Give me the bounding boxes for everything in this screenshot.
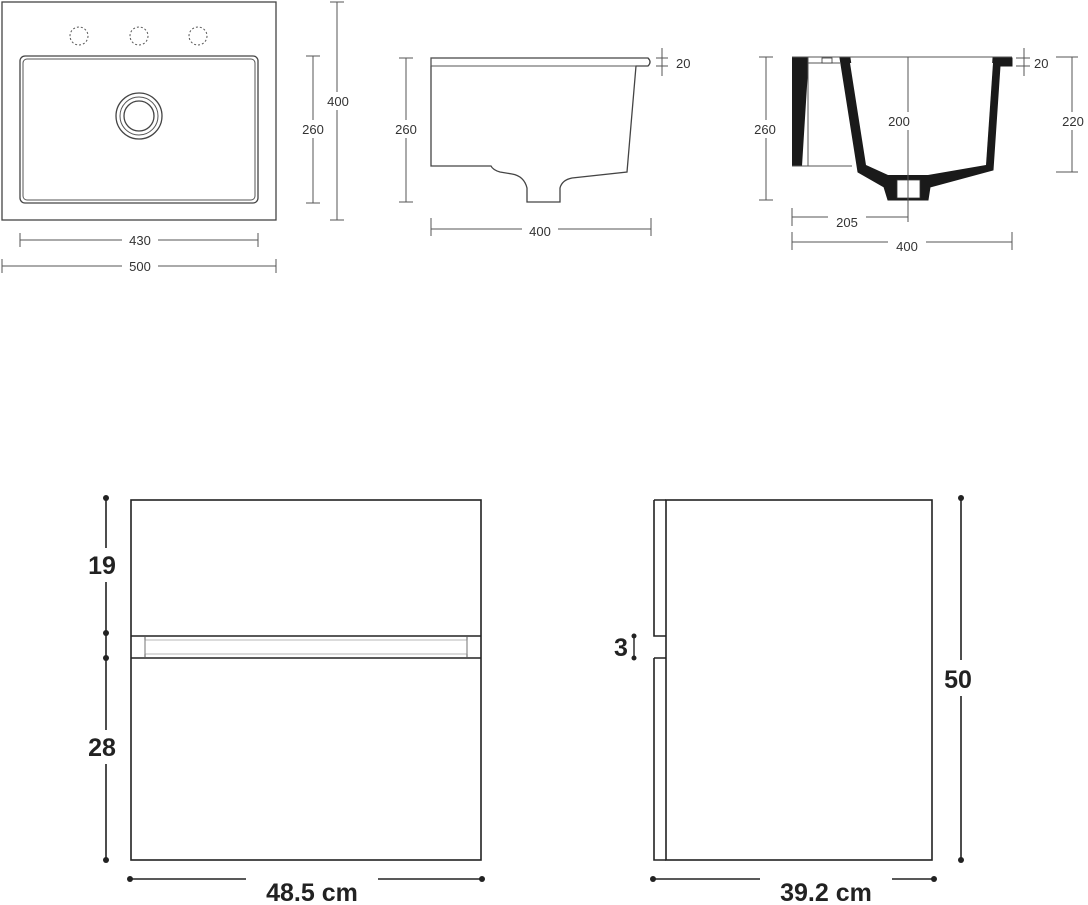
cabinet-front-outline xyxy=(130,499,482,861)
dim-label-drain-offset: 205 xyxy=(836,215,858,230)
dim-label-cabinet-bottom: 28 xyxy=(88,734,116,762)
dim-line-cabinet-left xyxy=(80,495,130,863)
dim-line-430 xyxy=(19,232,259,248)
cabinet-side-outline xyxy=(665,499,933,861)
dim-label-outer-height: 400 xyxy=(327,94,349,109)
dim-label-outer-width: 500 xyxy=(129,259,151,274)
dim-line-400-top xyxy=(323,1,353,221)
basin-top-view: 430 500 260 400 xyxy=(1,1,353,274)
dim-label-front-height: 260 xyxy=(395,122,417,137)
dim-line-260-top xyxy=(298,55,328,204)
section-left-wall xyxy=(792,57,808,166)
tap-hole-right-icon xyxy=(188,26,208,46)
basin-outer-outline xyxy=(1,1,277,221)
cabinet-front-view: 19 28 48.5 cm xyxy=(80,495,485,905)
dim-line-500 xyxy=(1,258,277,274)
dim-line-20-section xyxy=(1016,48,1030,76)
dim-label-drawer-gap: 3 xyxy=(614,634,628,662)
dim-label-section-width: 400 xyxy=(896,239,918,254)
dim-label-front-width: 400 xyxy=(529,224,551,239)
basin-front-outline xyxy=(430,57,651,203)
dim-line-260-front xyxy=(391,57,421,203)
dim-line-220-section xyxy=(1056,56,1088,173)
tap-hole-center-icon xyxy=(129,26,149,46)
dim-line-205-section xyxy=(791,208,908,226)
dim-line-cabinet-width xyxy=(127,872,485,902)
dim-line-cabinet-depth xyxy=(650,872,937,902)
dim-label-front-rim: 20 xyxy=(676,56,690,71)
basin-section-view: 20 260 200 220 205 400 xyxy=(751,48,1088,254)
dim-label-section-rim: 20 xyxy=(1034,56,1048,71)
dim-label-section-height: 260 xyxy=(754,122,776,137)
basin-front-view: 20 260 400 xyxy=(391,48,690,239)
drawer-handle-recess xyxy=(144,639,468,655)
dim-line-260-section xyxy=(751,56,781,201)
dim-label-cabinet-width: 48.5 cm xyxy=(266,879,358,905)
dim-line-400-front xyxy=(430,218,652,237)
dim-label-inner-width: 430 xyxy=(129,233,151,248)
dim-line-20-front xyxy=(656,48,668,76)
dim-label-cabinet-top: 19 xyxy=(88,552,116,580)
drawer-front-profile xyxy=(653,499,666,861)
basin-bowl-outline xyxy=(19,55,259,204)
dim-line-400-section xyxy=(791,232,1013,250)
tap-hole-left-icon xyxy=(69,26,89,46)
cabinet-side-view: 3 50 39.2 cm xyxy=(614,495,986,905)
dim-label-cabinet-depth: 39.2 cm xyxy=(780,879,872,905)
dim-line-gap xyxy=(631,633,637,661)
dim-label-section-depth: 220 xyxy=(1062,114,1084,129)
dim-line-cabinet-height xyxy=(938,495,986,863)
basin-bowl-inner-outline xyxy=(22,58,256,201)
dim-label-inner-height: 260 xyxy=(302,122,324,137)
dim-label-cabinet-height: 50 xyxy=(944,666,972,694)
dim-label-inner-depth: 200 xyxy=(888,114,910,129)
drain-icon xyxy=(115,92,163,140)
